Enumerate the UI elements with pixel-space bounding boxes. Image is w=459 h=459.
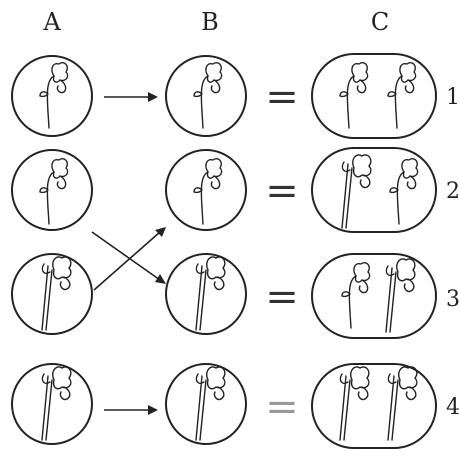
sweet-pea-plant-icon: [41, 256, 72, 331]
row2-parent-b-circle: [165, 149, 247, 231]
sweet-pea-plant-icon: [193, 62, 223, 129]
sweet-pea-plant-icon: [387, 366, 418, 441]
sweet-pea-plant-icon: [339, 366, 370, 441]
sweet-pea-plant-icon: [387, 62, 417, 129]
row-number-3: 3: [446, 287, 459, 312]
row-number-4: 4: [446, 395, 459, 420]
row3-parent-b-circle: [165, 253, 247, 335]
arrow-icon: [93, 231, 161, 291]
sweet-pea-plant-icon: [39, 158, 69, 225]
sweet-pea-plant-icon: [41, 366, 72, 441]
arrow-head-icon: [148, 92, 158, 102]
row1-offspring-oval: [311, 53, 437, 139]
equals-sign: =: [265, 74, 299, 120]
arrow-head-icon: [148, 405, 158, 415]
sweet-pea-plant-icon: [385, 258, 416, 333]
equals-sign: =: [265, 168, 299, 214]
sweet-pea-plant-icon: [339, 62, 369, 129]
equals-sign: =: [265, 384, 299, 430]
column-label-b: B: [201, 8, 219, 36]
arrow-head-icon: [155, 274, 166, 284]
row1-parent-b-circle: [165, 55, 247, 137]
equals-sign: =: [265, 274, 299, 320]
sweet-pea-plant-icon: [195, 366, 226, 441]
row4-parent-a-circle: [11, 363, 93, 445]
sweet-pea-plant-icon: [389, 158, 419, 225]
sweet-pea-plant-icon: [39, 62, 69, 129]
sweet-pea-plant-icon: [195, 256, 226, 331]
row4-parent-b-circle: [165, 363, 247, 445]
sweet-pea-plant-icon: [193, 158, 223, 225]
row-number-1: 1: [446, 85, 459, 110]
sweet-pea-plant-icon: [341, 154, 372, 229]
row1-parent-a-circle: [11, 55, 93, 137]
row3-parent-a-circle: [11, 253, 93, 335]
row-number-2: 2: [446, 179, 459, 204]
row3-offspring-oval: [311, 253, 437, 339]
column-label-a: A: [42, 8, 61, 36]
sweet-pea-plant-icon: [341, 262, 371, 329]
row2-parent-a-circle: [11, 149, 93, 231]
arrow-icon: [91, 231, 161, 281]
row4-offspring-oval: [311, 363, 437, 449]
arrow-head-icon: [155, 227, 166, 237]
row2-offspring-oval: [311, 147, 437, 233]
column-label-c: C: [371, 8, 389, 36]
